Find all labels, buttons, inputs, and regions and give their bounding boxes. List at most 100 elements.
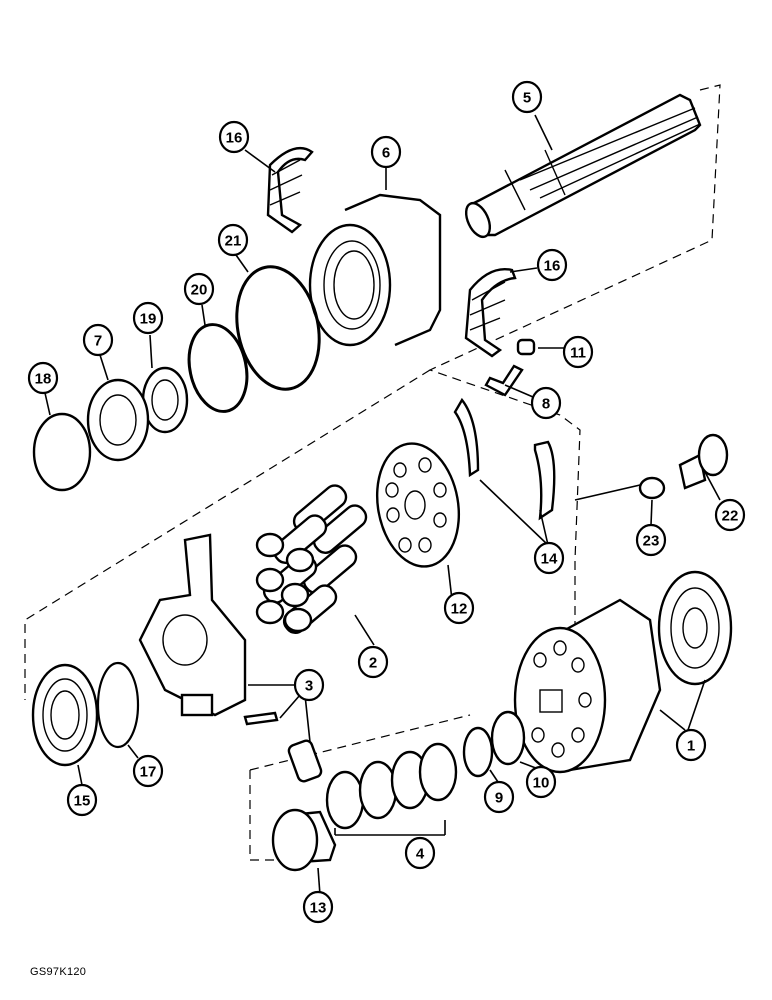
bolt-part-22 (678, 433, 729, 490)
callout-number: 3 (305, 678, 313, 695)
washer-part-23 (638, 476, 666, 500)
callout-number: 14 (541, 551, 558, 568)
callout-19: 19 (132, 301, 164, 335)
callout-3: 3 (293, 668, 325, 702)
callout-14: 14 (533, 541, 565, 575)
shims-part-4 (325, 742, 458, 830)
callout-circle (357, 645, 389, 679)
seal-part-19 (141, 366, 189, 434)
callout-number: 18 (35, 371, 52, 388)
bearing-part-7 (86, 378, 150, 462)
callout-circle (511, 80, 543, 114)
callout-circle (27, 361, 59, 395)
callout-17: 17 (132, 754, 164, 788)
shaft-part-5 (464, 93, 702, 239)
callout-number: 11 (570, 345, 586, 362)
key-part-8 (484, 364, 524, 397)
callout-10: 10 (525, 765, 557, 799)
callout-number: 1 (687, 738, 695, 755)
callout-20: 20 (183, 272, 215, 306)
callout-number: 13 (310, 900, 327, 917)
callout-circle (370, 135, 402, 169)
callout-16b: 16 (536, 248, 568, 282)
callout-circle (483, 780, 515, 814)
pin-part-3b (287, 739, 323, 783)
shoe-part-14-right (533, 440, 556, 521)
callout-number: 8 (542, 396, 550, 413)
callout-circle (218, 120, 250, 154)
cylinder-block-part-1 (513, 598, 662, 774)
callout-4: 4 (404, 836, 436, 870)
callout-circle (132, 754, 164, 788)
callout-6: 6 (370, 135, 402, 169)
callout-12: 12 (443, 591, 475, 625)
callout-circle (302, 890, 334, 924)
assembly-guide-lines (24, 84, 721, 861)
swash-block (138, 533, 247, 717)
callout-circle (533, 541, 565, 575)
callout-number: 7 (94, 333, 102, 350)
callout-number: 15 (74, 793, 91, 810)
callout-number: 16 (226, 130, 243, 147)
snap-ring-part-17 (96, 661, 140, 749)
pistons-part-2 (255, 484, 368, 634)
callout-5: 5 (511, 80, 543, 114)
shoe-part-14-left (453, 397, 480, 478)
callout-23: 23 (635, 523, 667, 557)
callout-13: 13 (302, 890, 334, 924)
callout-circle (66, 783, 98, 817)
callout-7: 7 (82, 323, 114, 357)
callout-circle (293, 668, 325, 702)
callout-21: 21 (217, 223, 249, 257)
callout-circle (525, 765, 557, 799)
callout-number: 21 (225, 233, 242, 250)
callout-circle (404, 836, 436, 870)
callout-22: 22 (714, 498, 746, 532)
callout-number: 10 (533, 775, 550, 792)
callout-1: 1 (675, 728, 707, 762)
callout-number: 16 (544, 258, 561, 275)
callout-number: 20 (191, 282, 208, 299)
callout-number: 12 (451, 601, 468, 618)
callout-circle (714, 498, 746, 532)
callout-11: 11 (562, 335, 594, 369)
plate-part-12 (375, 442, 461, 568)
callout-circle (183, 272, 215, 306)
callout-18: 18 (27, 361, 59, 395)
callout-circle (530, 386, 562, 420)
callout-number: 23 (643, 533, 660, 550)
o-ring-part-20 (187, 323, 249, 413)
callout-circle (536, 248, 568, 282)
callout-9: 9 (483, 780, 515, 814)
callout-number: 17 (140, 764, 157, 781)
valve-plate-part-1 (657, 570, 733, 686)
roller-bearing-part-15 (31, 663, 99, 767)
o-ring-part-21 (235, 265, 321, 391)
figure-reference-code: GS97K120 (30, 966, 87, 978)
callout-number: 4 (416, 846, 425, 863)
callout-2: 2 (357, 645, 389, 679)
pin-part-11 (516, 338, 536, 356)
callout-number: 9 (495, 790, 503, 807)
callout-number: 6 (382, 145, 390, 162)
callout-8: 8 (530, 386, 562, 420)
callout-16a: 16 (218, 120, 250, 154)
washer-part-10 (490, 710, 526, 766)
callout-number: 19 (140, 311, 157, 328)
housing-part-6 (308, 193, 442, 347)
bearing-half-part-16-upper (266, 147, 314, 234)
callout-number: 22 (722, 508, 739, 525)
callout-number: 2 (369, 655, 377, 672)
callout-number: 5 (523, 90, 531, 107)
callout-circle (443, 591, 475, 625)
callout-circle (562, 335, 594, 369)
callout-circle (82, 323, 114, 357)
callout-circle (635, 523, 667, 557)
bearing-half-part-16-lower (464, 268, 517, 358)
washer-part-9 (462, 726, 494, 778)
callout-15: 15 (66, 783, 98, 817)
callout-circle (217, 223, 249, 257)
pin-part-3a (243, 711, 279, 726)
